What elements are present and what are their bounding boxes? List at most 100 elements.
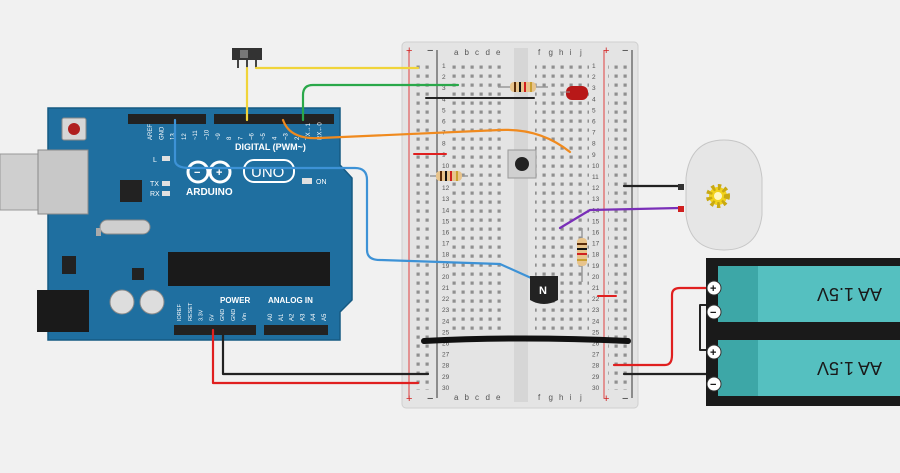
power-label: POWER bbox=[220, 296, 250, 305]
digital-pin-label: ~9 bbox=[216, 132, 222, 140]
digital-header-2[interactable] bbox=[214, 114, 334, 124]
row-number-left: 3 bbox=[442, 85, 446, 92]
arduino-logo: − + bbox=[186, 160, 232, 184]
analog-header[interactable] bbox=[264, 325, 328, 335]
l-led-label: L bbox=[153, 157, 157, 164]
reset-button-cap[interactable] bbox=[68, 123, 80, 135]
battery-pack[interactable]: AA 1.5V AA 1.5V + − + − bbox=[706, 258, 900, 406]
row-number-left: 19 bbox=[442, 263, 450, 270]
column-letter-top: g bbox=[549, 48, 553, 57]
resistor-top[interactable] bbox=[498, 82, 548, 92]
power-pin-label: GND bbox=[220, 309, 226, 321]
red-led[interactable] bbox=[560, 86, 588, 100]
row-number-right: 29 bbox=[592, 374, 600, 381]
row-number-right: 10 bbox=[592, 163, 600, 170]
rail-plus-top-right: + bbox=[603, 45, 609, 57]
row-number-right: 22 bbox=[592, 296, 600, 303]
usb-port bbox=[37, 149, 89, 215]
motor-terminal-1[interactable] bbox=[678, 184, 684, 190]
rail-minus-top-left: − bbox=[427, 45, 433, 57]
capacitor-2 bbox=[139, 289, 165, 315]
red-wire-5v[interactable] bbox=[211, 328, 420, 385]
row-number-left: 18 bbox=[442, 252, 450, 259]
analog-pin-label: A1 bbox=[279, 313, 285, 321]
right-power-rail-holes[interactable] bbox=[608, 60, 628, 390]
digital-pin-label: ~3 bbox=[284, 132, 290, 140]
uno-model-label: UNO bbox=[251, 164, 284, 181]
red-wire-battery[interactable] bbox=[612, 286, 712, 367]
row-number-right: 28 bbox=[592, 363, 600, 370]
resistor-left[interactable] bbox=[430, 171, 468, 181]
battery-2-label: AA 1.5V bbox=[817, 358, 882, 378]
row-number-right: 30 bbox=[592, 385, 600, 392]
black-wire-gnd[interactable] bbox=[221, 328, 430, 376]
row-number-right: 2 bbox=[592, 74, 596, 81]
voltage-regulator bbox=[62, 256, 76, 274]
motor-terminal-2[interactable] bbox=[678, 206, 684, 212]
row-number-right: 11 bbox=[592, 174, 599, 181]
arduino-pcb bbox=[47, 107, 353, 341]
row-number-right: 7 bbox=[592, 130, 596, 137]
slide-switch-knob[interactable] bbox=[240, 50, 248, 58]
battery-2-minus-terminal[interactable] bbox=[706, 376, 722, 392]
column-letter-bottom: b bbox=[465, 393, 470, 402]
row-number-left: 13 bbox=[442, 196, 450, 203]
column-letter-top: a bbox=[454, 48, 459, 57]
rail-plus-bottom-right: + bbox=[603, 393, 609, 405]
digital-pwm-label: DIGITAL (PWM~) bbox=[235, 142, 306, 152]
tx-led bbox=[162, 181, 170, 186]
rail-plus-top-left: + bbox=[406, 45, 412, 57]
row-number-right: 1 bbox=[592, 63, 596, 70]
atmega-chip bbox=[168, 252, 330, 286]
column-letter-bottom: c bbox=[475, 393, 479, 402]
thick-black-wire[interactable] bbox=[421, 335, 631, 344]
row-number-left: 6 bbox=[442, 119, 446, 126]
column-letter-bottom: i bbox=[570, 393, 572, 402]
svg-text:+: + bbox=[216, 167, 222, 179]
analog-pin-label: A4 bbox=[311, 313, 317, 321]
green-wire[interactable] bbox=[301, 83, 460, 122]
terminal-strip-left[interactable] bbox=[450, 60, 504, 330]
wires[interactable] bbox=[173, 66, 713, 387]
l-led bbox=[162, 156, 170, 161]
dc-motor[interactable] bbox=[678, 139, 763, 251]
left-power-rail-holes[interactable] bbox=[413, 60, 433, 390]
row-number-left: 26 bbox=[442, 341, 450, 348]
power-pin-label: RESET bbox=[188, 302, 194, 321]
pushbutton[interactable] bbox=[507, 149, 537, 179]
row-number-left: 9 bbox=[442, 152, 446, 159]
column-letter-bottom: e bbox=[496, 393, 501, 402]
battery-1-plus-terminal[interactable] bbox=[706, 280, 722, 296]
row-number-right: 23 bbox=[592, 307, 600, 314]
row-number-left: 4 bbox=[442, 96, 446, 103]
slide-switch[interactable] bbox=[232, 48, 262, 68]
resistor-vertical[interactable] bbox=[577, 228, 587, 282]
rail-minus-top-right: − bbox=[622, 45, 628, 57]
analog-in-label: ANALOG IN bbox=[268, 296, 313, 305]
row-number-left: 23 bbox=[442, 307, 450, 314]
digital-pin-label: 13 bbox=[171, 133, 177, 140]
battery-1-minus-terminal[interactable] bbox=[706, 304, 722, 320]
battery-2-minus-label: − bbox=[710, 379, 716, 391]
row-number-right: 21 bbox=[592, 285, 600, 292]
orange-wire[interactable] bbox=[281, 118, 572, 154]
power-pin-label: Vin bbox=[242, 313, 248, 321]
power-jack bbox=[37, 290, 89, 332]
digital-pin-label: AREF bbox=[148, 124, 154, 140]
power-header[interactable] bbox=[174, 325, 256, 335]
npn-transistor[interactable]: N bbox=[530, 276, 558, 304]
capacitor-1 bbox=[109, 289, 135, 315]
power-pin-label: 3.3V bbox=[199, 309, 205, 321]
purple-wire[interactable] bbox=[558, 206, 682, 230]
column-letter-top: h bbox=[559, 48, 563, 57]
column-letter-top: d bbox=[486, 48, 490, 57]
digital-pin-label: ~11 bbox=[193, 130, 199, 140]
digital-pin-label: 7 bbox=[238, 136, 244, 140]
battery-2-plus-terminal[interactable] bbox=[706, 344, 722, 360]
row-number-left: 22 bbox=[442, 296, 450, 303]
blue-wire[interactable] bbox=[173, 118, 542, 284]
row-number-left: 25 bbox=[442, 329, 450, 336]
digital-header-1[interactable] bbox=[128, 114, 206, 124]
